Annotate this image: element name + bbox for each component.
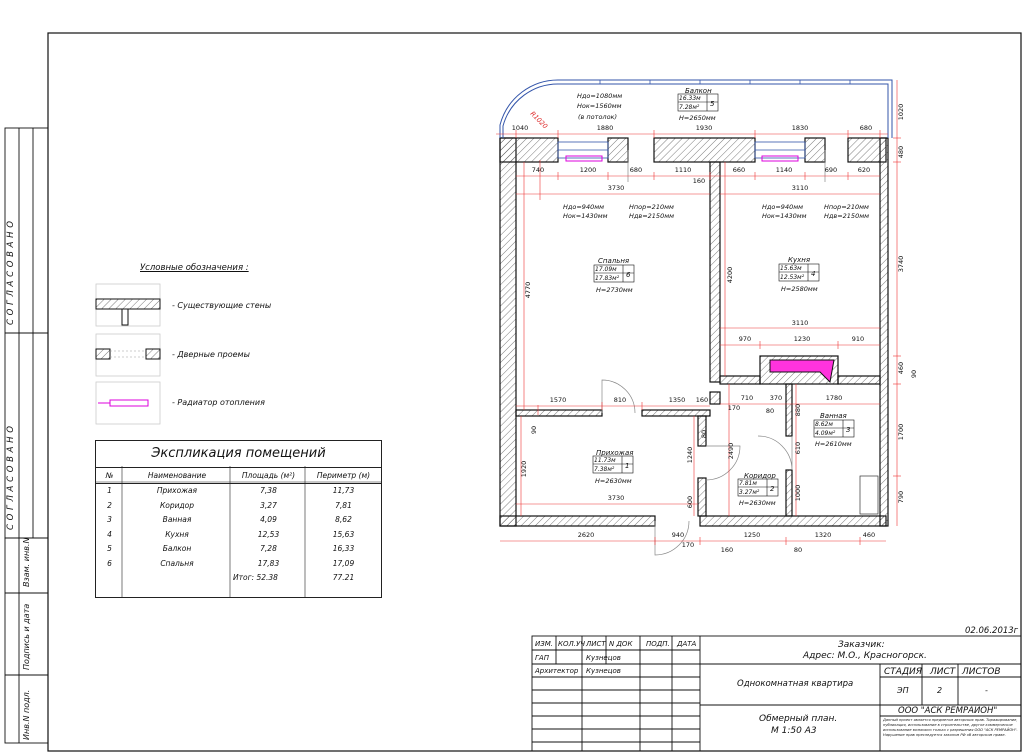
tb-gap-label: ГАП [535,654,549,662]
cell-area: 7,28 [260,544,277,554]
tb-sheets-label: ЛИСТОВ [962,667,1001,677]
tb-arch-label: Архитектор [535,667,579,675]
table-row: 3 Ванная 4,09 8,62 [96,513,381,528]
tb-gap-name: Кузнецов [586,654,621,662]
radiators [565,155,799,162]
table-row: 1 Прихожая 7,38 11,73 [96,483,381,498]
table-header-row: № Наименование Площадь (м²) Периметр (м) [96,468,381,484]
cell-name: Кухня [165,529,189,539]
legend-symbols [95,283,161,425]
windows [557,141,806,159]
table-row: 5 Балкон 7,28 16,33 [96,542,381,557]
tb-stage-label: СТАДИЯ [884,667,922,677]
tb-drawing-name: Обмерный план. [759,714,838,724]
col-header-name: Наименование [123,468,231,484]
explication-title: Экспликация помещений [96,441,381,468]
balcony-glazing [499,79,893,138]
tb-sheet-label: ЛИСТ [930,667,956,677]
tb-header-izm: ИЗМ. [535,640,553,648]
tb-sheets: - [985,686,988,695]
balcony-mullions [599,80,851,84]
explication-grid-table: № Наименование Площадь (м²) Периметр (м)… [96,468,381,585]
legend-radiator: - Радиатор отопления [172,398,265,407]
tb-header-podp: ПОДП. [646,640,670,648]
tb-header-data: ДАТА [677,640,697,648]
legend-existing-walls: - Существующие стены [172,301,272,310]
dimension-lines [496,80,898,542]
col-header-area: Площадь (м²) [231,468,306,484]
cell-name: Спальня [160,558,194,568]
tb-company: ООО "АСК РЕМРАЙОН" [898,706,998,716]
cell-name: Коридор [159,500,195,510]
cell-area: 3,27 [260,500,277,510]
cell-name: Ванная [162,515,192,525]
cell-perimeter: 15,63 [332,529,355,539]
table-total-row: Итог: 52.38 77.21 [96,571,381,586]
plan-walls [499,137,889,527]
sign-date-label: Подпись и дата [22,603,31,670]
tb-scale: М 1:50 А3 [771,726,817,736]
cell-perimeter: 8,62 [335,515,352,525]
total-area: 52.38 [256,573,278,583]
cell-num: 6 [107,558,112,568]
tb-header-kolch: КОЛ.УЧ [558,640,586,648]
approved-stamp-bottom: С О Г Л А С О В А Н О [6,425,16,530]
tb-stage: ЭП [897,686,909,695]
total-perimeter: 77.21 [332,573,355,583]
legend-door-openings: - Дверные проемы [172,350,250,359]
dimension-ticks [515,130,901,545]
tb-project: Однокомнатная квартира [737,679,854,689]
cell-perimeter: 16,33 [332,544,355,554]
cell-area: 12,53 [257,529,280,539]
explication-table: Экспликация помещений № Наименование Пло… [95,440,382,598]
cell-num: 5 [107,544,112,554]
drawing-date: 02.06.2013г [965,626,1019,636]
cell-name: Балкон [162,544,192,554]
inv-sub-label: Взам. инв.N [22,537,31,587]
cell-num: 1 [107,486,112,496]
bathtub [859,475,879,515]
tb-fine-print: Данный проект является предметом авторск… [883,718,1018,737]
ventilation-shaft [769,359,835,384]
tb-customer: Заказчик: [838,640,885,650]
cell-area: 7,38 [260,486,277,496]
tb-sheet: 2 [937,686,943,695]
tb-header-ndok: N ДОК [609,640,633,648]
inv-orig-label: Инв.N подл. [22,689,31,740]
cell-area: 4,09 [260,515,277,525]
tb-header-list: ЛИСТ [586,640,606,648]
table-row: 4 Кухня 12,53 15,63 [96,527,381,542]
cell-num: 4 [107,529,112,539]
cell-perimeter: 17,09 [332,558,355,568]
tb-address: Адрес: М.О., Красногорск. [803,651,927,661]
table-row: 2 Коридор 3,27 7,81 [96,498,381,513]
cell-num: 2 [107,500,112,510]
legend-title: Условные обозначения : [140,263,249,273]
col-header-perimeter: Периметр (м) [306,468,381,484]
cell-name: Прихожая [156,486,198,496]
room-label-boxes [592,93,855,497]
col-header-num: № [96,468,123,484]
cell-area: 17,83 [257,558,280,568]
cell-num: 3 [107,515,112,525]
approved-stamp-top: С О Г Л А С О В А Н О [6,220,16,325]
table-row: 6 Спальня 17,83 17,09 [96,556,381,571]
tb-arch-name: Кузнецов [586,667,621,675]
cell-perimeter: 7,81 [335,500,352,510]
doors [601,150,826,556]
title-block-grid [531,635,1022,752]
cell-perimeter: 11,73 [332,486,355,496]
total-label: Итог: [233,573,255,583]
